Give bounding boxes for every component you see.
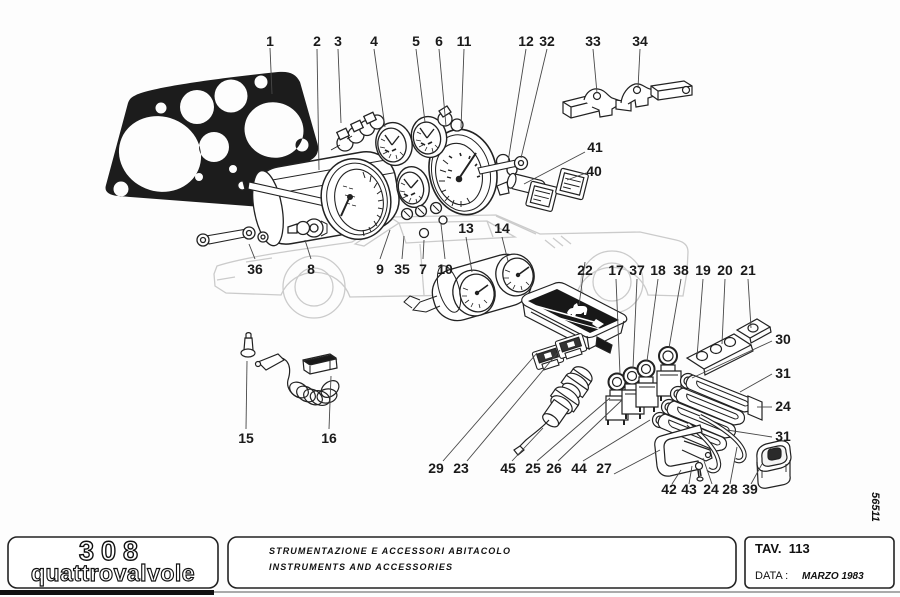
svg-text:9: 9 [376,261,384,277]
svg-text:STRUMENTAZIONE E ACCESSORI ABI: STRUMENTAZIONE E ACCESSORI ABITACOLO [269,546,511,556]
svg-text:31: 31 [775,365,791,381]
svg-text:6: 6 [435,33,443,49]
svg-text:21: 21 [740,262,756,278]
svg-text:30: 30 [775,331,791,347]
svg-text:40: 40 [586,163,602,179]
svg-text:43: 43 [681,481,697,497]
svg-text:37: 37 [629,262,645,278]
svg-text:45: 45 [500,460,516,476]
svg-text:16: 16 [321,430,337,446]
svg-text:42: 42 [661,481,677,497]
svg-text:29: 29 [428,460,444,476]
svg-text:4: 4 [370,33,378,49]
svg-text:28: 28 [722,481,738,497]
svg-text:24: 24 [775,398,791,414]
svg-text:DATA :: DATA : [755,570,788,582]
svg-text:1: 1 [266,33,274,49]
svg-text:7: 7 [419,261,427,277]
svg-text:41: 41 [587,139,603,155]
svg-text:23: 23 [453,460,469,476]
svg-text:26: 26 [546,460,562,476]
svg-text:8: 8 [307,261,315,277]
svg-text:MARZO 1983: MARZO 1983 [802,571,864,582]
svg-text:quattrovalvole: quattrovalvole [31,560,195,586]
svg-text:14: 14 [494,220,510,236]
svg-text:27: 27 [596,460,612,476]
svg-text:32: 32 [539,33,555,49]
svg-text:10: 10 [437,261,453,277]
svg-text:56511: 56511 [869,492,881,522]
svg-text:38: 38 [673,262,689,278]
svg-text:3: 3 [334,33,342,49]
svg-text:36: 36 [247,261,263,277]
svg-text:TAV. 113: TAV. 113 [755,541,810,556]
svg-text:11: 11 [457,33,472,49]
svg-text:39: 39 [742,481,758,497]
svg-text:18: 18 [650,262,666,278]
svg-text:19: 19 [695,262,711,278]
svg-text:12: 12 [518,33,534,49]
svg-text:5: 5 [412,33,420,49]
svg-text:25: 25 [525,460,541,476]
svg-text:35: 35 [394,261,410,277]
svg-text:17: 17 [608,262,624,278]
svg-text:INSTRUMENTS AND ACCESSORIES: INSTRUMENTS AND ACCESSORIES [269,562,453,572]
svg-text:308: 308 [79,536,145,566]
svg-text:24: 24 [703,481,719,497]
svg-text:34: 34 [632,33,648,49]
svg-text:15: 15 [238,430,254,446]
svg-text:44: 44 [571,460,587,476]
svg-text:13: 13 [458,220,474,236]
svg-text:20: 20 [717,262,733,278]
svg-text:31: 31 [775,428,791,444]
svg-text:2: 2 [313,33,321,49]
svg-text:22: 22 [577,262,593,278]
svg-text:33: 33 [585,33,601,49]
